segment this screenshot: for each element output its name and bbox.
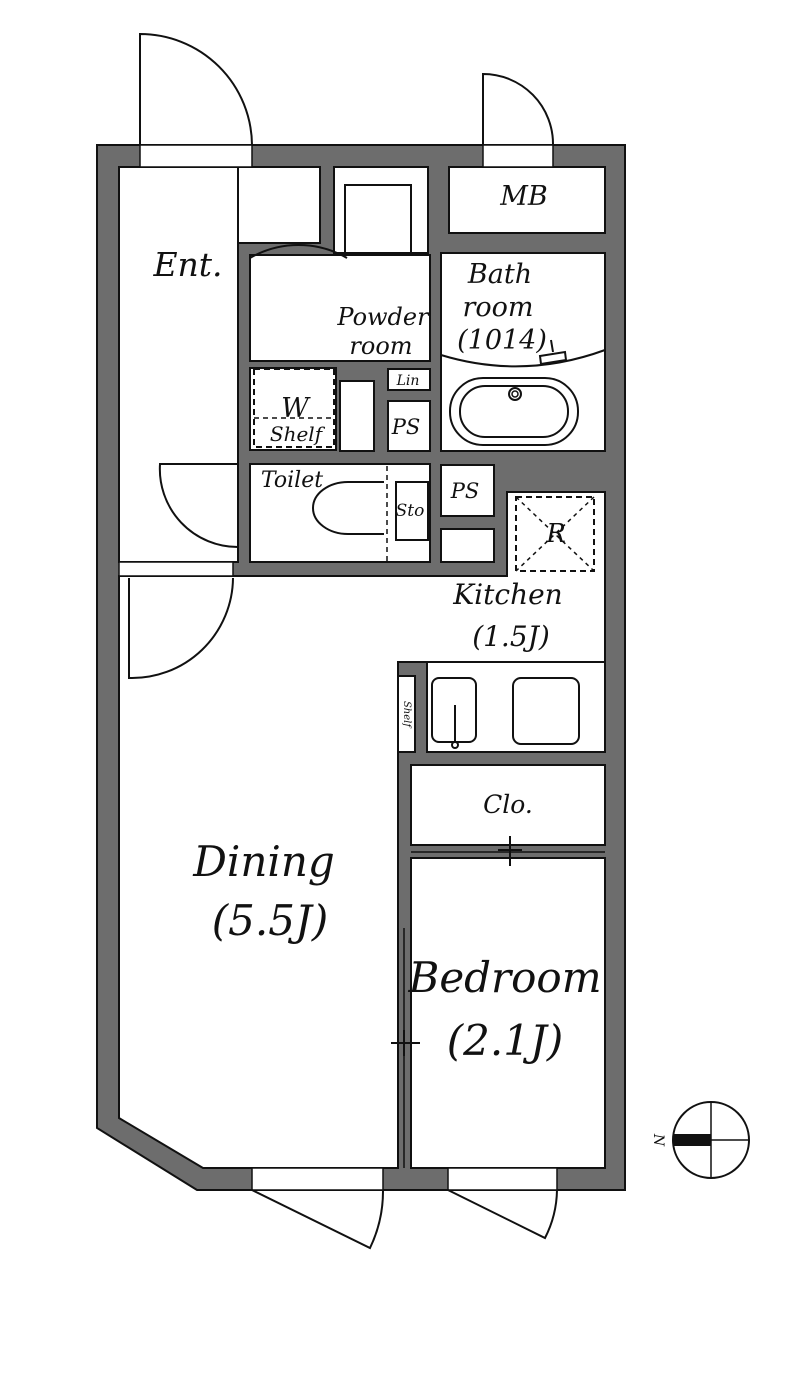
toilet-door bbox=[158, 463, 239, 549]
entry-door-swing bbox=[139, 32, 253, 146]
label-bath-1: Bath bbox=[467, 259, 532, 290]
washer-area bbox=[249, 367, 337, 451]
doors[interactable] bbox=[128, 32, 558, 1250]
bedroom-area bbox=[410, 857, 606, 1169]
dining-door bbox=[128, 577, 234, 680]
label-ps-1: PS bbox=[391, 415, 421, 439]
bathtub bbox=[449, 377, 579, 446]
balcony-door-top bbox=[482, 72, 555, 146]
label-bedroom-1: Bedroom bbox=[407, 953, 601, 1002]
label-washer-shelf: Shelf bbox=[270, 422, 326, 446]
powder-door bbox=[249, 244, 348, 355]
label-refrigerator: R bbox=[545, 519, 566, 549]
hall-niche bbox=[333, 166, 429, 254]
label-bath-3: (1014) bbox=[457, 325, 547, 356]
label-powder-1: Powder bbox=[336, 303, 430, 331]
label-bath-2: room bbox=[462, 292, 533, 323]
balcony-door-left bbox=[251, 1189, 385, 1250]
ps1-area bbox=[387, 400, 431, 452]
compass-north-label: N bbox=[650, 1133, 666, 1147]
label-entrance: Ent. bbox=[152, 245, 222, 284]
label-linen: Lin bbox=[396, 373, 420, 389]
faucet bbox=[538, 339, 568, 366]
label-dining-2: (5.5J) bbox=[212, 896, 328, 945]
label-powder-2: room bbox=[349, 332, 412, 360]
stove bbox=[512, 677, 580, 745]
fixtures bbox=[253, 184, 606, 1168]
washer-side-area bbox=[339, 380, 375, 452]
toilet-area bbox=[249, 463, 431, 563]
label-kitchen-shelf: Shelf bbox=[401, 701, 412, 729]
small-storage-area bbox=[440, 528, 495, 563]
refrigerator-outline bbox=[515, 496, 595, 572]
label-kitchen-2: (1.5J) bbox=[472, 620, 550, 653]
meter-box-area bbox=[448, 166, 606, 234]
entrance-corridor bbox=[237, 166, 321, 244]
label-toilet: Toilet bbox=[261, 468, 323, 493]
label-ps-2: PS bbox=[450, 479, 480, 503]
closet-area bbox=[410, 764, 606, 846]
washer-outline bbox=[253, 368, 335, 448]
label-washer: W bbox=[281, 393, 311, 424]
label-storage: Sto bbox=[396, 501, 425, 521]
label-bedroom-2: (2.1J) bbox=[447, 1016, 563, 1065]
ps2-area bbox=[440, 464, 495, 517]
linen-area bbox=[387, 368, 431, 391]
label-meter-box: MB bbox=[499, 181, 548, 212]
entrance-area bbox=[118, 166, 239, 563]
label-kitchen-1: Kitchen bbox=[452, 578, 562, 611]
label-dining-1: Dining bbox=[192, 837, 335, 886]
kitchen-shelf-area bbox=[397, 675, 416, 753]
toilet-bowl bbox=[312, 481, 384, 535]
balcony-door-right bbox=[447, 1189, 558, 1240]
bath-curve bbox=[440, 349, 606, 368]
labels: Ent. MB Powder room Bath room (1014) W S… bbox=[152, 181, 601, 1065]
openings bbox=[118, 144, 558, 1191]
label-closet: Clo. bbox=[483, 790, 533, 819]
compass-icon: N bbox=[650, 1101, 750, 1179]
